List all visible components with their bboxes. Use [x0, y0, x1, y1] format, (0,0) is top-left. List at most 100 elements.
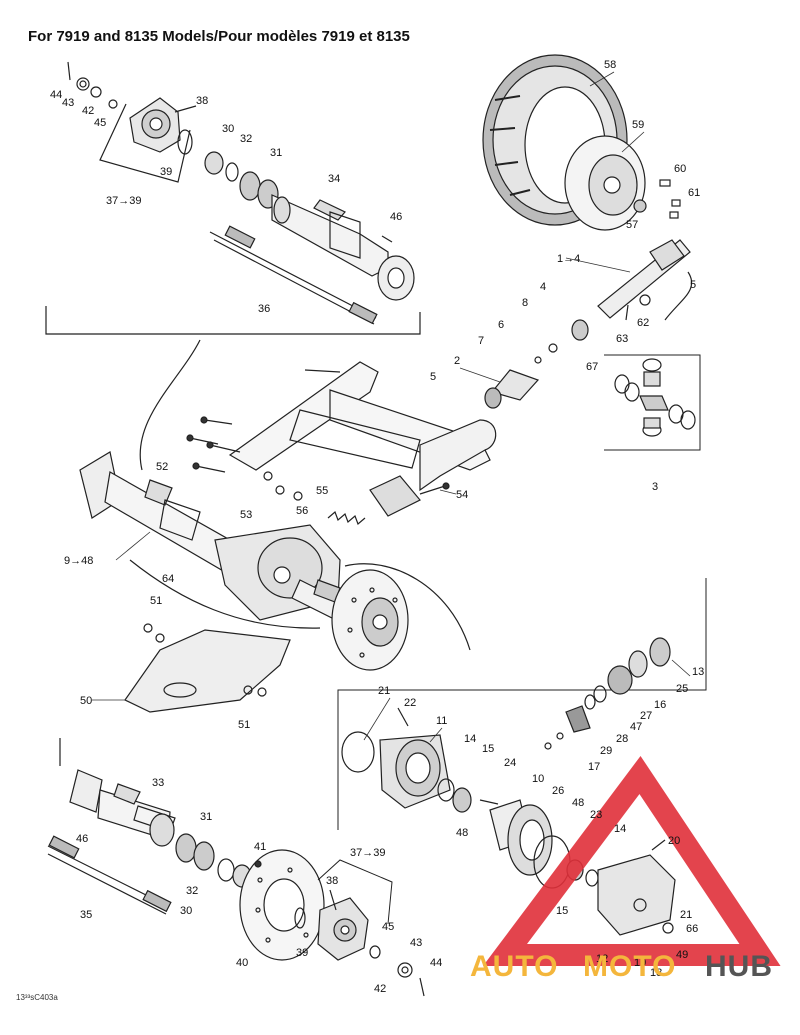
callout-43-a: 43 — [62, 97, 74, 109]
callout-54: 54 — [456, 489, 468, 501]
callout-49: 49 — [676, 949, 688, 961]
callout-27: 27 — [640, 710, 652, 722]
callout-34: 34 — [328, 173, 340, 185]
callout-56: 56 — [296, 505, 308, 517]
callout-53: 53 — [240, 509, 252, 521]
callout-14-b: 14 — [464, 733, 476, 745]
callout-22: 22 — [404, 697, 416, 709]
wheel-rim — [564, 135, 681, 231]
upper-group-bracket — [45, 306, 421, 335]
callout-47: 47 — [630, 721, 642, 733]
callout-14-c: 14 — [614, 823, 626, 835]
differential-group-bracket — [337, 578, 707, 830]
callout-11: 11 — [436, 715, 447, 727]
callout-43-b: 43 — [410, 937, 422, 949]
brake-disc-right — [331, 569, 409, 671]
callout-3: 3 — [652, 481, 658, 493]
callout-20: 20 — [668, 835, 680, 847]
callout-42-b: 42 — [374, 983, 386, 995]
callout-32-a: 32 — [240, 133, 252, 145]
callout-25: 25 — [676, 683, 688, 695]
callout-62: 62 — [637, 317, 649, 329]
callout-19: 19 — [634, 957, 646, 969]
upper-hub-assembly — [67, 61, 197, 155]
callout-46-b: 46 — [76, 833, 88, 845]
universal-joint-inset — [604, 354, 701, 451]
guide-arc-3 — [129, 559, 321, 629]
axle-tube-lower — [69, 769, 252, 888]
axle-shaft-upper — [209, 225, 378, 325]
callout-31-b: 31 — [200, 811, 212, 823]
callout-39-a: 39 — [160, 166, 172, 178]
callout-30-a: 30 — [222, 123, 234, 135]
brake-disc-lower — [239, 849, 325, 961]
callout-17: 17 — [588, 761, 600, 773]
callout-1-4: 1→4 — [557, 253, 580, 265]
callout-63: 63 — [616, 333, 628, 345]
callout-51-a: 51 — [150, 595, 162, 607]
callout-35: 35 — [80, 909, 92, 921]
callout-5-b: 5 — [430, 371, 436, 383]
rear-axle-housing — [79, 451, 361, 629]
lower-hub-assembly — [294, 859, 425, 997]
callout-44-a: 44 — [50, 89, 62, 101]
callout-36: 36 — [258, 303, 270, 315]
callout-21-b: 21 — [680, 909, 692, 921]
callout-45-a: 45 — [94, 117, 106, 129]
callout-21-a: 21 — [378, 685, 390, 697]
hub-bracket-lines — [99, 103, 191, 183]
callout-9-48: 9→48 — [64, 555, 93, 567]
callout-61: 61 — [688, 187, 700, 199]
callout-31-a: 31 — [270, 147, 282, 159]
watermark-text-moto: MOTO — [583, 950, 677, 983]
callout-50: 50 — [80, 695, 92, 707]
callout-41: 41 — [254, 841, 266, 853]
callout-30-b: 30 — [180, 905, 192, 917]
callout-46-a: 46 — [390, 211, 402, 223]
callout-52: 52 — [156, 461, 168, 473]
drawing-code: 13³³sC403a — [16, 993, 58, 1002]
callout-37-39-a: 37→39 — [106, 195, 141, 207]
axle-tube-upper — [271, 194, 415, 301]
callout-38-a: 38 — [196, 95, 208, 107]
callout-38-b: 38 — [326, 875, 338, 887]
callout-26: 26 — [552, 785, 564, 797]
skid-plate — [124, 623, 291, 713]
spring — [327, 510, 366, 526]
callout-37-39-b: 37→39 — [350, 847, 385, 859]
callout-45-b: 45 — [382, 921, 394, 933]
callout-16: 16 — [654, 699, 666, 711]
callout-32-b: 32 — [186, 885, 198, 897]
callout-40: 40 — [236, 957, 248, 969]
page-title: For 7919 and 8135 Models/Pour modèles 79… — [28, 28, 410, 45]
callout-labels: 44 43 42 45 38 30 32 31 39 37→39 34 46 3… — [50, 59, 704, 995]
callout-29: 29 — [600, 745, 612, 757]
callout-23: 23 — [590, 809, 602, 821]
pinion-group — [544, 637, 671, 750]
callout-28: 28 — [616, 733, 628, 745]
callout-59: 59 — [632, 119, 644, 131]
callout-5-a: 5 — [690, 279, 696, 291]
frame-bolts — [186, 416, 450, 501]
watermark-text-hub: HUB — [705, 950, 773, 983]
callout-57: 57 — [626, 219, 638, 231]
callout-48-a: 48 — [572, 797, 584, 809]
callout-7: 7 — [478, 335, 484, 347]
callout-12: 12 — [596, 953, 608, 965]
callout-24: 24 — [504, 757, 516, 769]
guide-arc-1 — [139, 339, 201, 471]
callout-55: 55 — [316, 485, 328, 497]
callout-60: 60 — [674, 163, 686, 175]
callout-39-b: 39 — [296, 947, 308, 959]
callout-10: 10 — [532, 773, 544, 785]
callout-58: 58 — [604, 59, 616, 71]
callout-15-b: 15 — [556, 905, 568, 917]
callout-64: 64 — [162, 573, 174, 585]
callout-67: 67 — [586, 361, 598, 373]
swing-arm-frame — [228, 361, 497, 517]
guide-arc-2 — [344, 563, 471, 651]
callout-8: 8 — [522, 297, 528, 309]
callout-33: 33 — [152, 777, 164, 789]
drive-shaft — [484, 239, 693, 409]
